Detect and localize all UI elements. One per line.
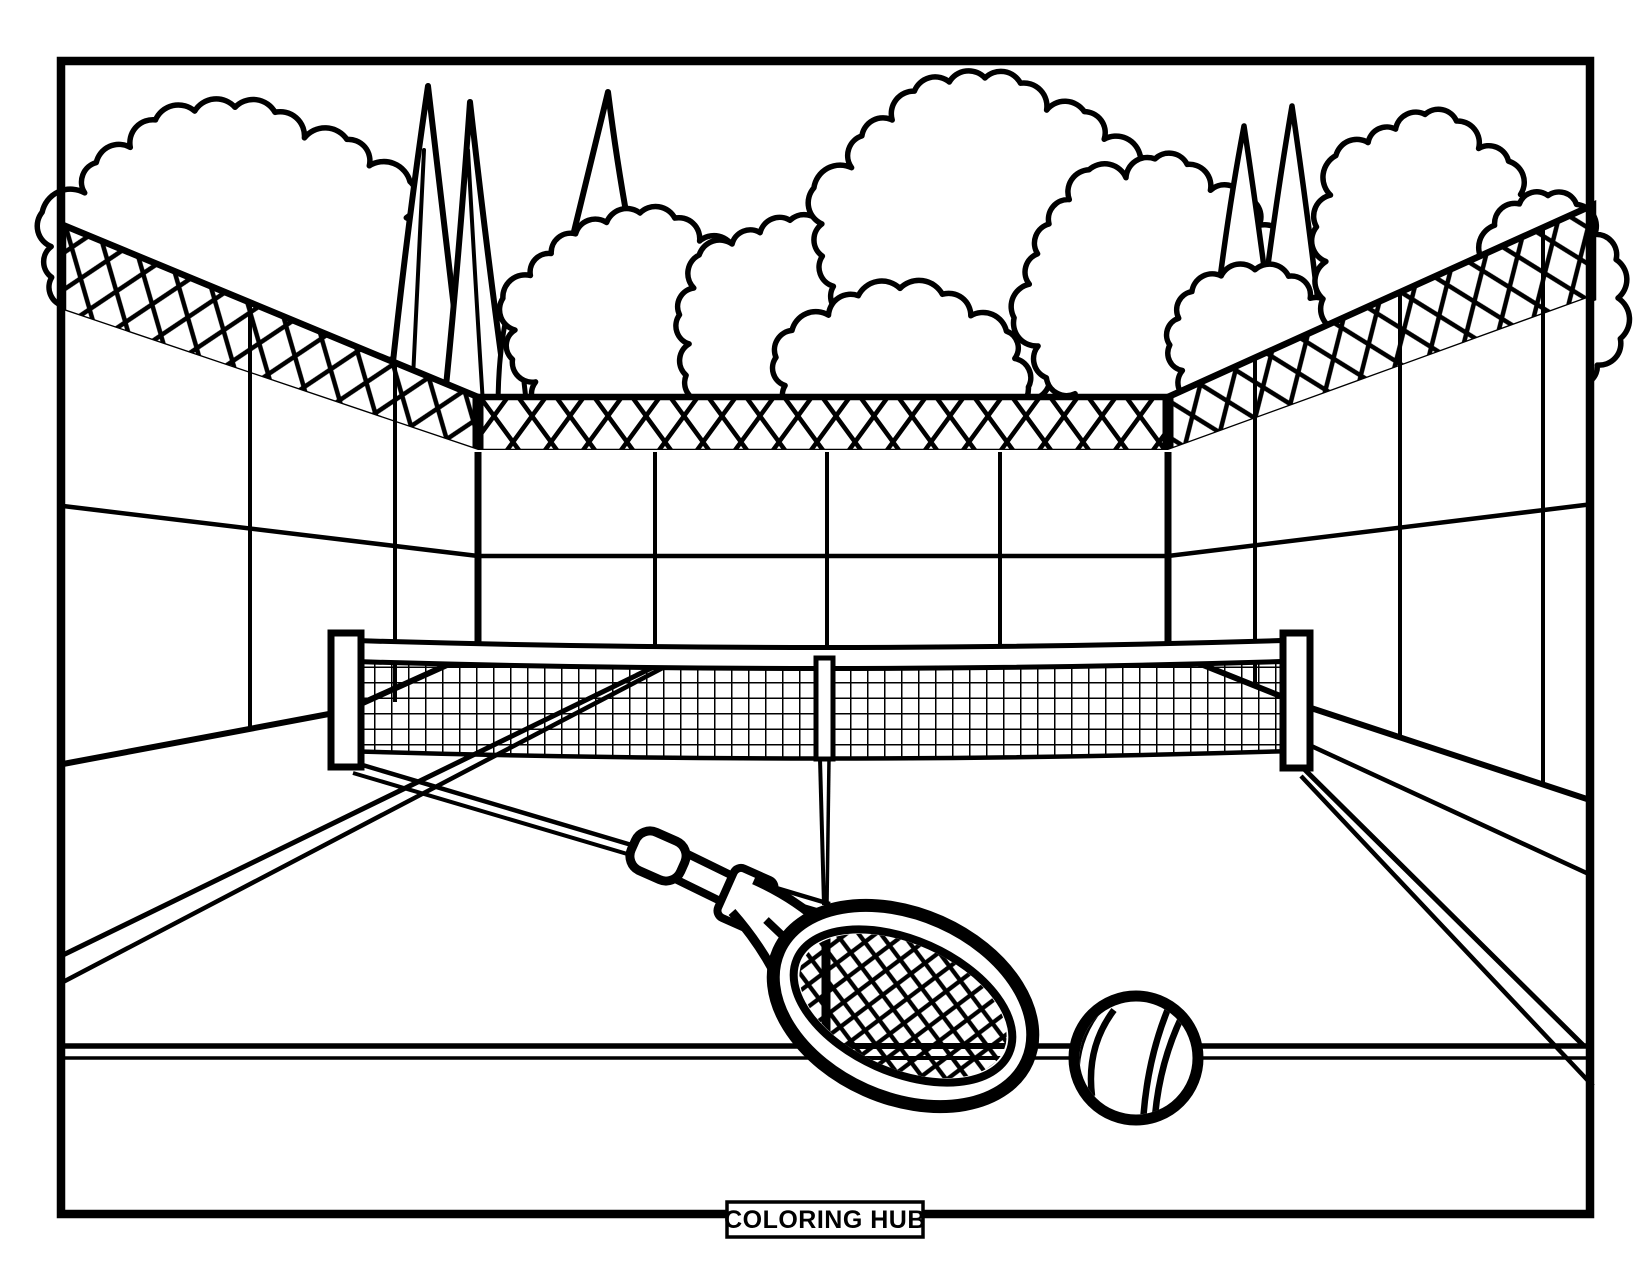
- center-line: [818, 758, 826, 906]
- racket-head-inner-rim: [789, 925, 1017, 1087]
- court-line: [1299, 774, 1595, 1088]
- brand-footer: COLORING HUB: [724, 1200, 926, 1239]
- chain-link-fence: [59, 199, 1597, 457]
- racket-butt-cap: [625, 826, 691, 886]
- center-line: [825, 758, 831, 906]
- brand-label: COLORING HUB: [724, 1206, 926, 1234]
- ball-seam: [1087, 1008, 1117, 1097]
- tennis-ball-icon: [1068, 990, 1204, 1126]
- court-line: [1294, 759, 1586, 1048]
- ball-seam: [1151, 1010, 1187, 1115]
- fence-band-back: [474, 393, 1172, 456]
- net-post-right: [1279, 629, 1314, 772]
- court-line: [1306, 741, 1594, 879]
- tennis-net: [327, 629, 1314, 906]
- center-strap: [813, 655, 836, 762]
- ball-seam: [1139, 1002, 1173, 1115]
- wall-mid-line: [62, 501, 1594, 559]
- tennis-racket-icon: [625, 826, 1040, 1114]
- net-post-left: [327, 629, 365, 771]
- brand-box: [725, 1200, 925, 1239]
